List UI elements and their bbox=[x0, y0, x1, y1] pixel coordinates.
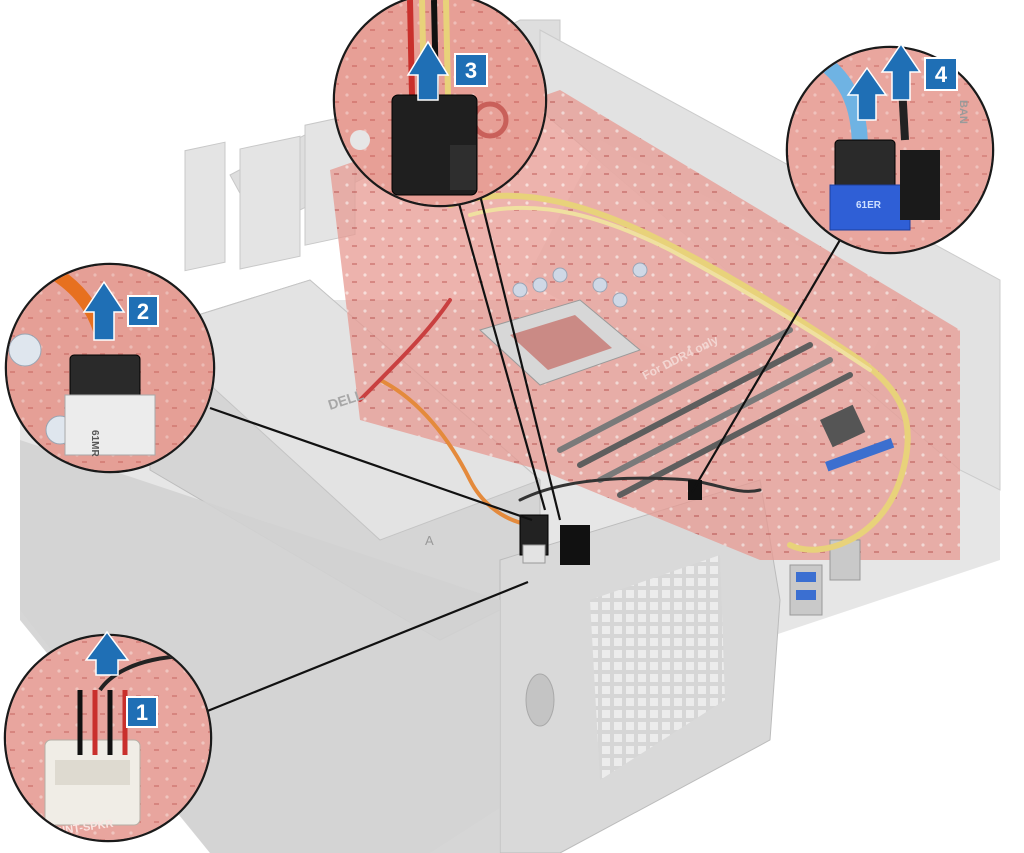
power-supply-top bbox=[149, 279, 541, 541]
rear-usb-ports bbox=[789, 539, 861, 616]
cpu-socket-pins bbox=[510, 315, 612, 370]
callout-4: 61ER BAN 4 bbox=[785, 42, 995, 255]
step-badge-1-number: 1 bbox=[136, 700, 148, 725]
leader-line-4 bbox=[691, 239, 841, 493]
dimm-slots bbox=[557, 327, 853, 498]
motherboard-pcb bbox=[330, 90, 960, 560]
red-cable-bundle bbox=[358, 298, 452, 402]
yellow-power-cable bbox=[447, 192, 911, 553]
leader-line-2 bbox=[209, 406, 533, 522]
step-badge-3 bbox=[454, 53, 488, 87]
callout-2-lift-arrow bbox=[82, 280, 126, 341]
front-panel-speaker-hole bbox=[525, 673, 555, 727]
motherboard: For DDR4 only bbox=[330, 90, 960, 616]
callout-3-lift-arrow bbox=[406, 40, 450, 101]
callout-4-connector-label: 61ER bbox=[856, 200, 882, 211]
callout-1: BINT-SPKR 1 bbox=[3, 630, 213, 843]
front-panel-vent bbox=[590, 555, 725, 780]
leader-line-3a bbox=[478, 194, 562, 521]
psu-bay-letter: A bbox=[425, 533, 434, 548]
callout-2: 61MR 2 bbox=[4, 262, 216, 474]
chipset bbox=[820, 404, 866, 448]
capacitors bbox=[512, 262, 648, 308]
callout-1-lift-arrow bbox=[84, 630, 130, 676]
black-cable bbox=[518, 476, 762, 502]
yellow-power-cable-2 bbox=[468, 205, 872, 372]
leader-line-1 bbox=[204, 580, 529, 714]
callout-4-side-text: BAN bbox=[957, 100, 969, 124]
callout-2-connector-label: 61MR bbox=[89, 430, 100, 457]
cables bbox=[358, 192, 911, 553]
rear-io-brackets bbox=[184, 113, 356, 272]
step-badge-4 bbox=[924, 57, 958, 91]
step-badge-1 bbox=[126, 696, 158, 728]
leader-line-3b bbox=[456, 199, 547, 511]
step-badge-3-number: 3 bbox=[465, 58, 477, 83]
callout-4-lift-arrow-a bbox=[846, 66, 888, 121]
front-connector-cluster bbox=[519, 480, 702, 565]
step-badge-2 bbox=[127, 295, 159, 327]
leader-lines bbox=[204, 194, 841, 714]
callout-3: 3 bbox=[332, 0, 548, 208]
usb-header bbox=[825, 438, 895, 472]
step-badge-2-number: 2 bbox=[137, 299, 149, 324]
callout-4-lift-arrow-b bbox=[880, 42, 922, 101]
step-badge-4-number: 4 bbox=[935, 62, 948, 87]
orange-sata-cable bbox=[378, 378, 532, 527]
